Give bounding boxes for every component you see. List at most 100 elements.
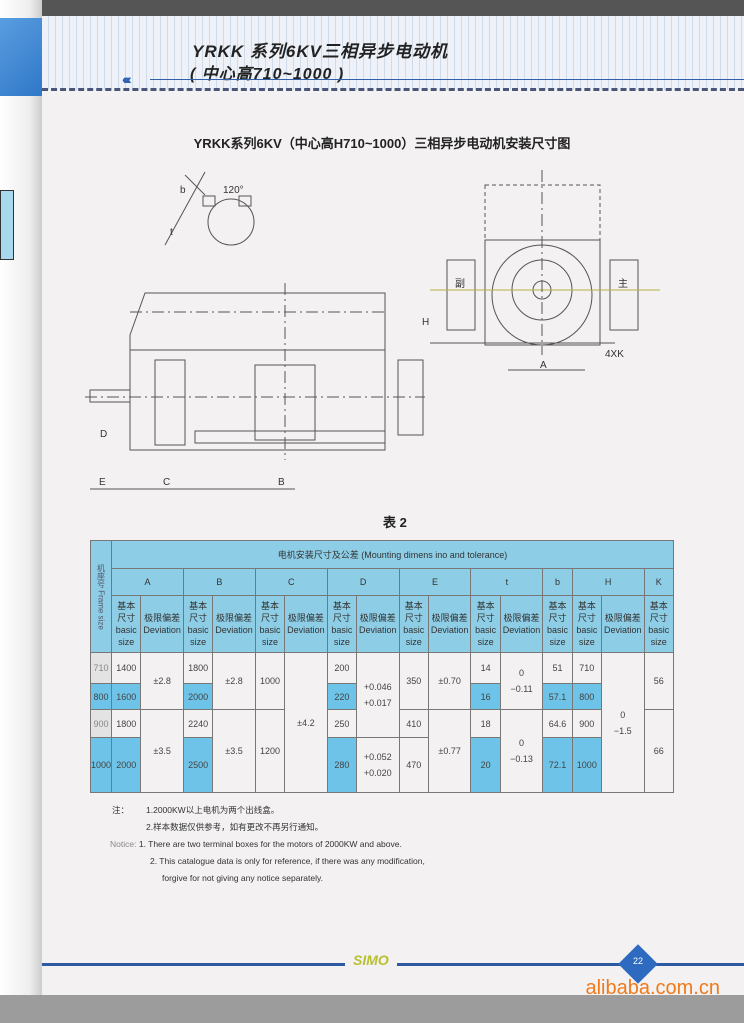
end-view: 副 主 H A 4XK — [422, 170, 660, 371]
header-rule — [150, 79, 744, 80]
table-caption: 表 2 — [383, 515, 407, 530]
cell: 350 — [398, 652, 429, 710]
notes-en-label: Notice: — [110, 839, 137, 849]
dashed-divider — [42, 88, 744, 91]
C-dev-header: 极限偏差 Deviation — [284, 595, 328, 653]
cell: ±0.77 — [427, 709, 472, 793]
H-basic-header: 基本尺寸 basic size — [571, 595, 603, 653]
side-view: E C B D — [85, 283, 425, 490]
C-label: C — [163, 477, 170, 488]
cell: 57.1 — [542, 683, 573, 710]
cell: 800 — [571, 683, 603, 710]
dim-header-t: t — [470, 568, 544, 596]
holes-label: 4XK — [605, 349, 624, 360]
installation-drawing: 120° b t E C B D 副 主 H A 4XK — [85, 170, 660, 490]
cell: 410 — [398, 709, 429, 738]
cell: 72.1 — [542, 737, 573, 793]
frame-size-header: 机座号 Frame size — [89, 540, 113, 653]
D-label: D — [100, 429, 107, 440]
cell: 51 — [542, 652, 573, 684]
scan-edge — [0, 0, 744, 16]
cell: 220 — [326, 683, 358, 710]
cell: ±3.5 — [140, 709, 184, 793]
cell: 2000 — [111, 737, 142, 793]
cell: ±2.8 — [140, 652, 184, 710]
dim-header-E: E — [398, 568, 472, 596]
cell: 1000 — [571, 737, 603, 793]
frame-cell: 710 — [89, 652, 113, 684]
cell: 1800 — [182, 652, 214, 684]
notes: 注：1.2000KW以上电机为两个出线盒。 2.样本数据仅供参考，如有更改不再另… — [110, 802, 425, 887]
A-basic-header: 基本尺寸 basic size — [111, 595, 142, 653]
notes-zh-label: 注： — [112, 805, 130, 815]
cell: +0.052+0.020 — [356, 737, 400, 793]
B-basic-header: 基本尺寸 basic size — [182, 595, 214, 653]
dim-header-H: H — [571, 568, 645, 596]
K-basic-header: 基本尺寸 basic size — [643, 595, 675, 653]
E-dev-header: 极限偏差 Deviation — [427, 595, 472, 653]
t-basic-header: 基本尺寸 basic size — [470, 595, 501, 653]
cell: 2240 — [182, 709, 214, 738]
dim-header-K: K — [643, 568, 675, 596]
cell: 710 — [571, 652, 603, 684]
cell: 1400 — [111, 652, 142, 684]
cell: 2000 — [182, 683, 214, 710]
series-title: YRKK 系列6KV三相异步电动机 — [192, 42, 448, 61]
cell: 0−0.13 — [499, 709, 544, 793]
cell: +0.046+0.017 — [356, 652, 400, 738]
aux-box-label: 副 — [455, 278, 465, 290]
cell: 1200 — [254, 709, 286, 793]
dim-header-A: A — [111, 568, 184, 596]
dim-header-C: C — [254, 568, 328, 596]
dim-header-B: B — [182, 568, 256, 596]
chevron-icon: ‹‹‹‹ — [122, 71, 132, 87]
E-basic-header: 基本尺寸 basic size — [398, 595, 429, 653]
A-label: A — [540, 360, 547, 371]
H-label: H — [422, 317, 429, 328]
cell: 2500 — [182, 737, 214, 793]
dim-header-D: D — [326, 568, 400, 596]
C-basic-header: 基本尺寸 basic size — [254, 595, 286, 653]
shaft-section-detail: 120° b t — [164, 171, 255, 246]
cell: 14 — [470, 652, 501, 684]
cell: 900 — [571, 709, 603, 738]
cell: 20 — [470, 737, 501, 793]
series-subtitle: ( 中心高710~1000 ) — [190, 66, 345, 83]
scan-bottom-edge — [0, 995, 744, 1023]
note-zh-1: 1.2000KW以上电机为两个出线盒。 — [146, 805, 280, 815]
cell: 1000 — [254, 652, 286, 710]
cell: 470 — [398, 737, 429, 793]
cell: ±2.8 — [212, 652, 256, 710]
cell: 0−0.11 — [499, 652, 544, 710]
previous-page-edge — [0, 0, 42, 1000]
cell: ±0.70 — [427, 652, 472, 710]
simo-logo: SIMO — [345, 952, 397, 968]
b-basic-header: 基本尺寸 basic size — [542, 595, 573, 653]
header-band — [42, 16, 744, 90]
cell: 1800 — [111, 709, 142, 738]
cell: 18 — [470, 709, 501, 738]
H-dev-header: 极限偏差 Deviation — [601, 595, 645, 653]
B-dev-header: 极限偏差 Deviation — [212, 595, 256, 653]
cell: 56 — [643, 652, 675, 710]
cell: ±4.2 — [284, 652, 328, 793]
D-dev-header: 极限偏差 Deviation — [356, 595, 400, 653]
page-title: YRKK系列6KV（中心高H710~1000）三相异步电动机安装尺寸图 — [193, 136, 571, 151]
cell: 250 — [326, 709, 358, 738]
group-header: 电机安装尺寸及公差 (Mounting dimens ino and toler… — [111, 540, 674, 569]
frame-cell: 900 — [89, 709, 113, 738]
cell: ±3.5 — [212, 709, 256, 793]
b-label: b — [180, 185, 186, 196]
main-box-label: 主 — [618, 278, 628, 290]
angle-label: 120° — [223, 185, 244, 196]
E-label: E — [99, 477, 106, 488]
A-dev-header: 极限偏差 Deviation — [140, 595, 184, 653]
frame-cell: 1000 — [89, 737, 113, 793]
cell: 280 — [326, 737, 358, 793]
cell: 16 — [470, 683, 501, 710]
dim-header-b: b — [542, 568, 573, 596]
D-basic-header: 基本尺寸 basic size — [326, 595, 358, 653]
frame-cell: 800 — [89, 683, 113, 710]
cell: 200 — [326, 652, 358, 684]
